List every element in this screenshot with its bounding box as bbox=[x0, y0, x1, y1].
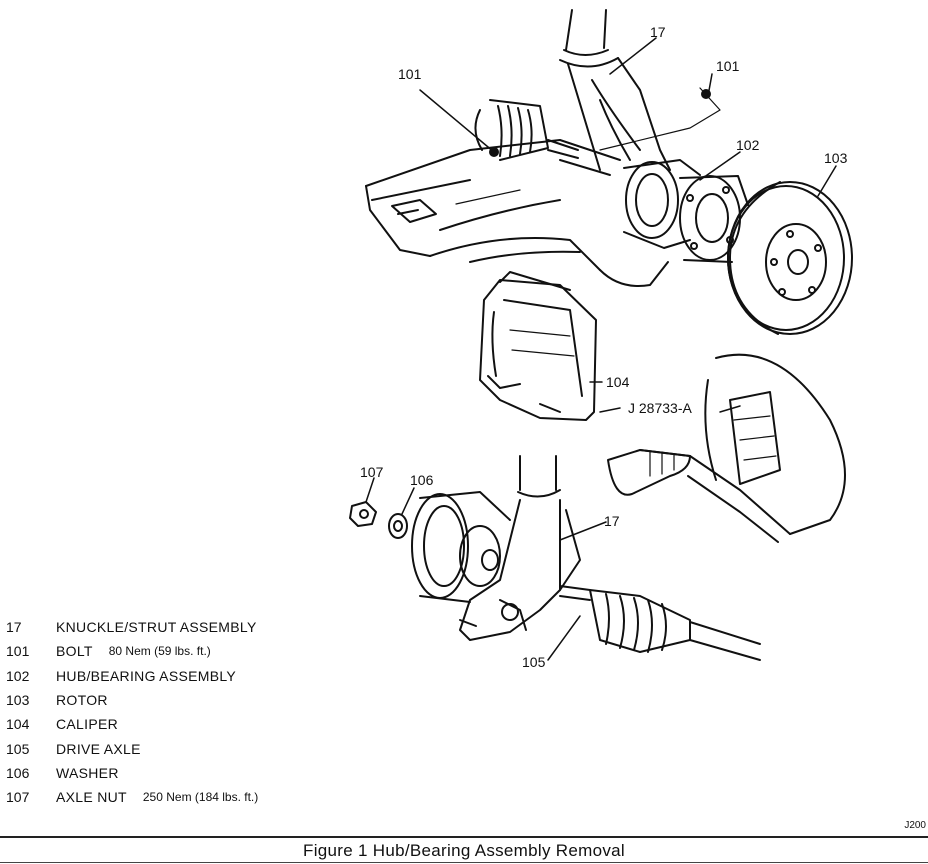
axle-nut bbox=[349, 501, 377, 527]
legend-number: 101 bbox=[6, 643, 30, 660]
legend-number: 102 bbox=[6, 667, 30, 684]
puller-tool bbox=[607, 353, 846, 543]
legend-description: AXLE NUT bbox=[56, 789, 127, 806]
legend-row: 101 BOLT 80 Nem (59 lbs. ft.) bbox=[6, 639, 366, 663]
leader-lines bbox=[365, 37, 837, 661]
legend-number: 17 bbox=[6, 619, 22, 636]
caliper bbox=[479, 271, 597, 421]
hub-lower bbox=[411, 491, 511, 603]
figure-code: J200 bbox=[904, 820, 926, 831]
legend-torque-spec: 80 Nem (59 lbs. ft.) bbox=[108, 644, 211, 659]
legend-row: 106 WASHER bbox=[6, 761, 366, 785]
drive-axle-lower bbox=[559, 585, 761, 661]
legend-row: 104 CALIPER bbox=[6, 712, 366, 736]
strut-upper bbox=[559, 9, 671, 171]
legend-row: 107 AXLE NUT 250 Nem (184 lbs. ft.) bbox=[6, 785, 366, 809]
callout-105: 105 bbox=[522, 654, 546, 670]
legend-row: 17 KNUCKLE/STRUT ASSEMBLY bbox=[6, 615, 366, 639]
legend-row: 105 DRIVE AXLE bbox=[6, 736, 366, 760]
legend-number: 105 bbox=[6, 740, 30, 757]
caption-rule-bottom bbox=[0, 862, 928, 863]
callout-tool: J 28733-A bbox=[628, 400, 692, 416]
callout-102: 102 bbox=[736, 137, 760, 153]
callout-104: 104 bbox=[606, 374, 630, 390]
callout-101-left: 101 bbox=[398, 66, 422, 82]
rotor bbox=[727, 181, 853, 335]
callout-107: 107 bbox=[360, 464, 384, 480]
legend-description: CALIPER bbox=[56, 716, 119, 733]
legend-description: DRIVE AXLE bbox=[56, 740, 141, 757]
knuckle-strut-lower bbox=[459, 455, 581, 641]
legend-number: 106 bbox=[6, 764, 30, 781]
drive-axle-upper bbox=[474, 99, 579, 161]
lower-control-arm bbox=[365, 139, 669, 287]
legend-number: 107 bbox=[6, 789, 30, 806]
legend-number: 104 bbox=[6, 716, 30, 733]
legend-description: HUB/BEARING ASSEMBLY bbox=[56, 667, 237, 684]
legend-description: KNUCKLE/STRUT ASSEMBLY bbox=[56, 619, 257, 636]
bolt-marker-left bbox=[489, 147, 499, 157]
legend-row: 103 ROTOR bbox=[6, 688, 366, 712]
washer bbox=[388, 513, 408, 539]
callout-17-upper: 17 bbox=[650, 24, 666, 40]
legend-description: ROTOR bbox=[56, 692, 108, 709]
legend-row: 102 HUB/BEARING ASSEMBLY bbox=[6, 664, 366, 688]
callout-106: 106 bbox=[410, 472, 434, 488]
caption-rule-top bbox=[0, 836, 928, 838]
parts-legend: 17 KNUCKLE/STRUT ASSEMBLY 101 BOLT 80 Nem (5… bbox=[6, 615, 366, 809]
legend-torque-spec: 250 Nem (184 lbs. ft.) bbox=[142, 790, 259, 805]
callout-101-right: 101 bbox=[716, 58, 740, 74]
legend-number: 103 bbox=[6, 692, 30, 709]
callout-17-lower: 17 bbox=[604, 513, 620, 529]
bolt-marker-right bbox=[701, 89, 711, 99]
legend-description: BOLT bbox=[56, 643, 93, 660]
legend-description: WASHER bbox=[56, 764, 119, 781]
callout-103: 103 bbox=[824, 150, 848, 166]
figure-caption: Figure 1 Hub/Bearing Assembly Removal bbox=[303, 841, 625, 860]
